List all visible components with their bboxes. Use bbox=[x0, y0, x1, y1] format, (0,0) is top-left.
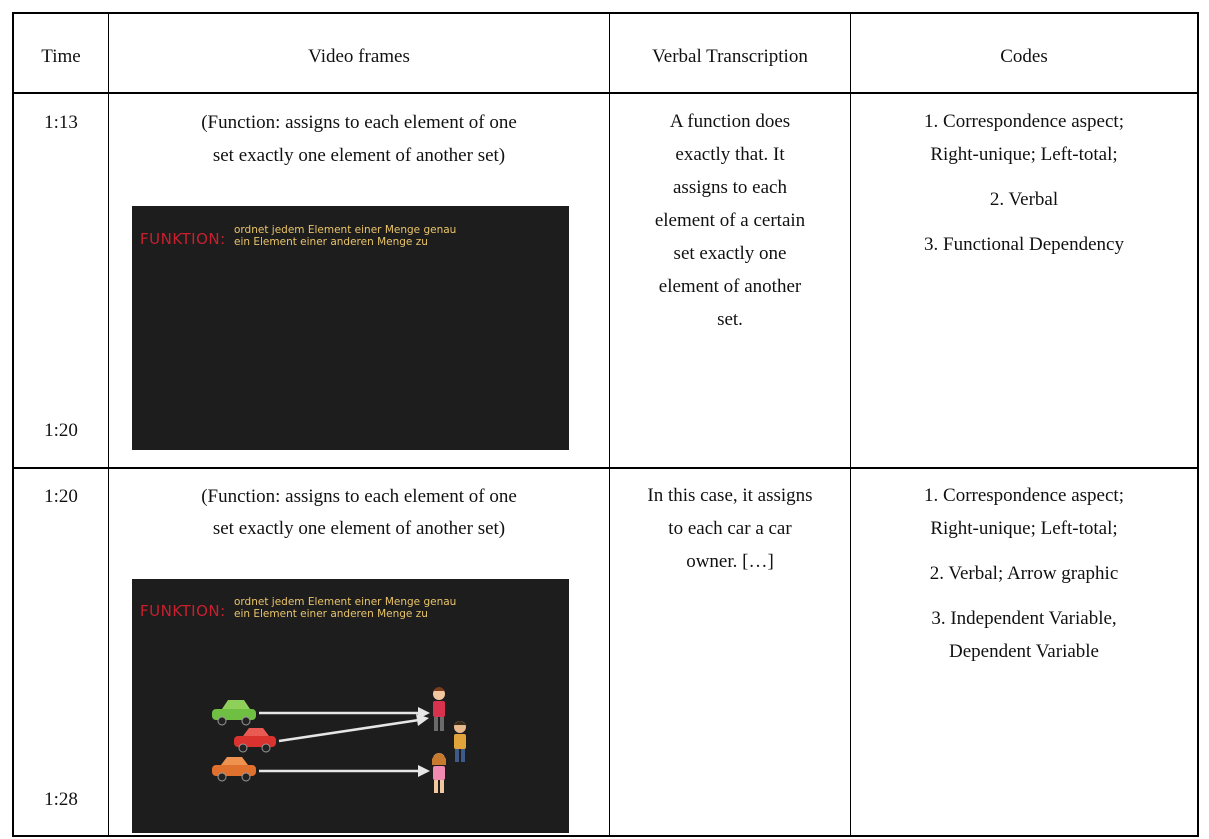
row1-transcription-line: exactly that. It bbox=[675, 144, 785, 165]
arrow-icon bbox=[259, 707, 430, 719]
row2-transcription: In this case, it assigns to each car a c… bbox=[610, 479, 850, 578]
row1-code-line: 1. Correspondence aspect; bbox=[924, 111, 1124, 132]
row1-frame-text-line2: ein Element einer anderen Menge zu bbox=[234, 236, 428, 248]
row1-video-frame: FUNKTION: ordnet jedem Element einer Men… bbox=[132, 206, 569, 450]
row2-transcription-line: to each car a car bbox=[668, 518, 792, 539]
person-icon bbox=[433, 687, 445, 731]
red-car-icon bbox=[234, 728, 276, 753]
row1-transcription-line: A function does bbox=[669, 111, 791, 132]
row2-time-start: 1:20 bbox=[44, 486, 78, 507]
arrow-icon bbox=[259, 765, 430, 777]
row2-caption-line1: (Function: assigns to each element of on… bbox=[201, 486, 517, 507]
table-border-header bbox=[12, 92, 1199, 94]
row2-caption-line2: set exactly one element of another set) bbox=[212, 518, 506, 539]
row1-transcription: A function does exactly that. It assigns… bbox=[610, 105, 850, 336]
row2-code-line: 2. Verbal; Arrow graphic bbox=[929, 563, 1119, 584]
row2-code-line: Right-unique; Left-total; bbox=[930, 518, 1118, 539]
row1-code-line: 3. Functional Dependency bbox=[924, 234, 1124, 255]
row2-video-frame: FUNKTION: ordnet jedem Element einer Men… bbox=[132, 579, 569, 833]
table-border-right bbox=[1197, 12, 1199, 837]
row2-code-line: 1. Correspondence aspect; bbox=[924, 485, 1124, 506]
row2-transcription-line: owner. […] bbox=[686, 551, 774, 572]
row1-transcription-line: element of another bbox=[658, 276, 802, 297]
header-video-frames: Video frames bbox=[308, 46, 410, 67]
header-verbal-transcription: Verbal Transcription bbox=[652, 46, 808, 67]
row1-caption-line2: set exactly one element of another set) bbox=[212, 145, 506, 166]
row2-code-line: Dependent Variable bbox=[948, 641, 1099, 662]
row1-frame-text-line1: ordnet jedem Element einer Menge genau bbox=[234, 224, 457, 236]
row2-car-owner-illustration bbox=[212, 687, 466, 793]
row1-code-line: Right-unique; Left-total; bbox=[930, 144, 1118, 165]
row2-frame-text-line1: ordnet jedem Element einer Menge genau bbox=[234, 596, 457, 608]
table-col-divider-3 bbox=[850, 12, 851, 837]
row1-transcription-line: set exactly one bbox=[673, 243, 787, 264]
table-col-divider-1 bbox=[108, 12, 109, 837]
row2-transcription-line: In this case, it assigns bbox=[647, 485, 813, 506]
person-icon bbox=[432, 753, 446, 793]
row1-transcription-line: element of a certain bbox=[654, 210, 806, 231]
row2-time-end: 1:28 bbox=[44, 789, 78, 810]
table-border-top bbox=[12, 12, 1199, 14]
person-icon bbox=[454, 721, 466, 762]
row1-caption-line1: (Function: assigns to each element of on… bbox=[201, 112, 517, 133]
row1-transcription-line: assigns to each bbox=[673, 177, 787, 198]
row2-frame-title: FUNKTION: bbox=[140, 602, 226, 620]
header-codes: Codes bbox=[1000, 46, 1048, 67]
table-col-divider-2 bbox=[609, 12, 610, 837]
table-border-left bbox=[12, 12, 14, 837]
coding-table: Time Video frames Verbal Transcription C… bbox=[12, 12, 1199, 837]
row2-code-line: 3. Independent Variable, bbox=[931, 608, 1117, 629]
row1-time-start: 1:13 bbox=[44, 112, 78, 133]
row2-frame-text-line2: ein Element einer anderen Menge zu bbox=[234, 608, 428, 620]
header-time: Time bbox=[41, 46, 81, 67]
row1-transcription-line: set. bbox=[717, 309, 743, 330]
row1-frame-title: FUNKTION: bbox=[140, 230, 226, 248]
green-car-icon bbox=[212, 700, 256, 726]
orange-car-icon bbox=[212, 757, 256, 782]
table-border-middle bbox=[12, 467, 1199, 469]
table-border-bottom bbox=[12, 835, 1199, 837]
row1-time-end: 1:20 bbox=[44, 420, 78, 441]
row1-code-line: 2. Verbal bbox=[989, 189, 1059, 210]
row1-codes: 1. Correspondence aspect; Right-unique; … bbox=[851, 105, 1197, 261]
row2-codes: 1. Correspondence aspect; Right-unique; … bbox=[851, 479, 1197, 668]
arrow-icon bbox=[278, 714, 429, 743]
